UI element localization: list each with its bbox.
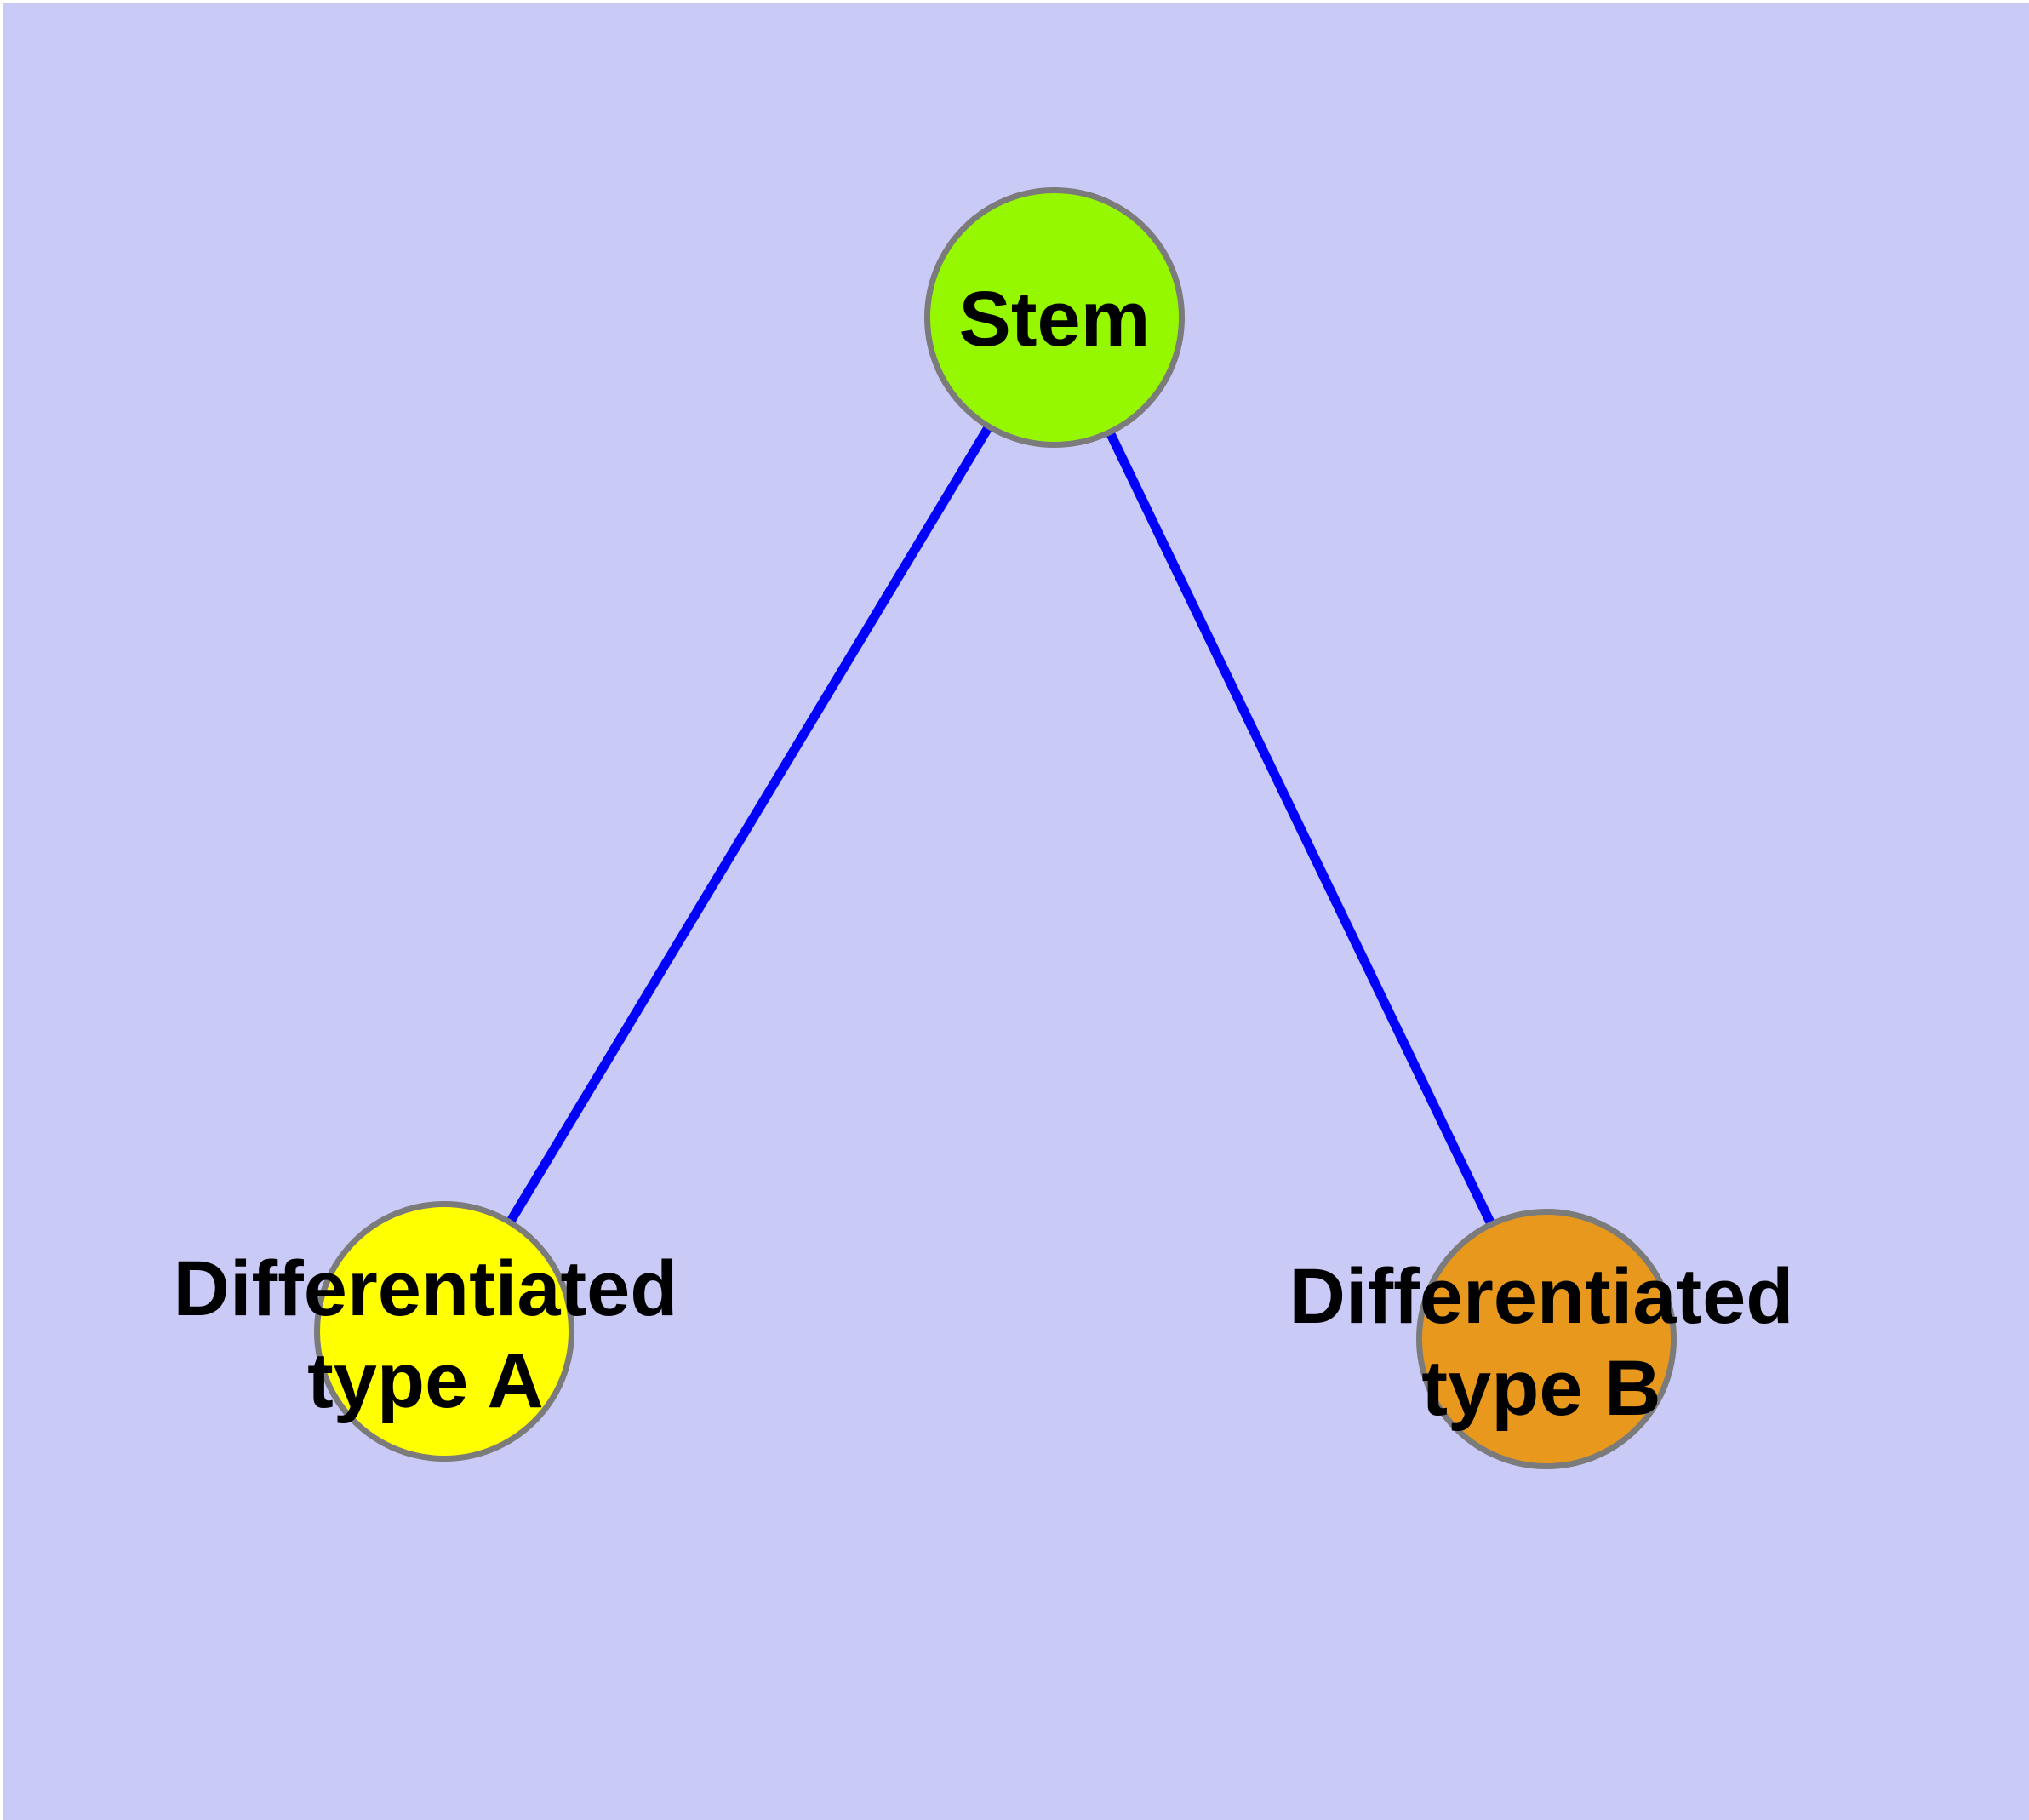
edge-stem-to-diff-a[interactable]: [440, 315, 1059, 1334]
node-differentiated-type-b[interactable]: [1416, 1209, 1677, 1469]
canvas-margin-left: [0, 0, 3, 1820]
edge-stem-to-diff-b[interactable]: [1050, 315, 1551, 1342]
label-line: Differentiated: [173, 1245, 678, 1332]
node-differentiated-type-b-label: Differentiated type B: [1289, 1251, 1794, 1434]
node-stem-label: Stem: [959, 273, 1151, 365]
node-differentiated-type-a-label: Differentiated type A: [174, 1243, 678, 1427]
node-stem[interactable]: [924, 187, 1185, 448]
label-line: type A: [307, 1337, 544, 1424]
canvas-margin-top: [0, 0, 2029, 3]
label-line: type B: [1421, 1345, 1661, 1432]
label-line: Stem: [958, 276, 1151, 363]
label-line: Differentiated: [1289, 1253, 1794, 1340]
node-differentiated-type-a[interactable]: [314, 1201, 574, 1462]
